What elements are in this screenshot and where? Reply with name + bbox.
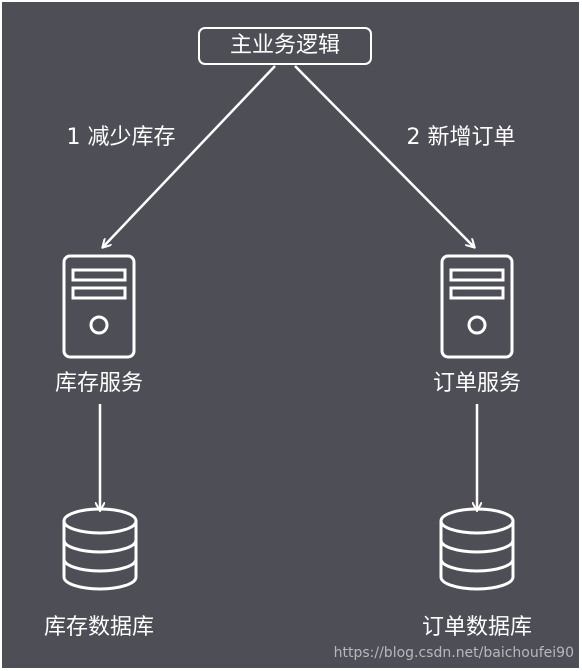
edge-label-add-order: 2 新增订单 (406, 125, 516, 150)
order-db-label: 订单数据库 (421, 615, 533, 640)
arrow-to-inventory-service (103, 65, 276, 247)
main-logic-node: 主业务逻辑 (198, 27, 372, 65)
database-icon (439, 507, 515, 591)
order-service-label: 订单服务 (432, 371, 522, 396)
edge-label-reduce-stock: 1 减少库存 (66, 125, 176, 150)
server-icon (440, 254, 514, 359)
arrow-to-order-service (294, 65, 474, 247)
watermark: https://blog.csdn.net/baichoufei90 (333, 645, 574, 661)
database-icon (62, 507, 138, 591)
inventory-db-label: 库存数据库 (43, 615, 155, 640)
server-icon (62, 254, 136, 359)
inventory-service-label: 库存服务 (54, 371, 144, 396)
